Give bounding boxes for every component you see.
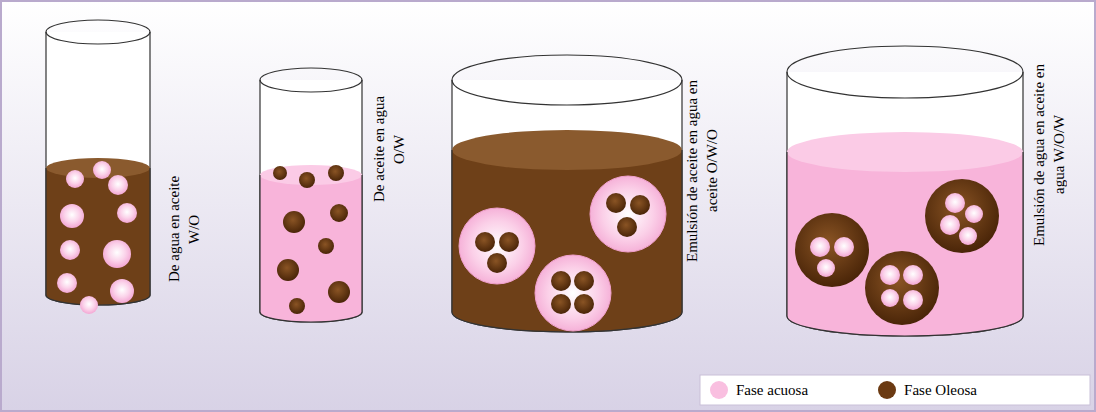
beaker-label: De aceite en agua O/W	[364, 88, 414, 210]
legend-item: Fase acuosa	[710, 381, 808, 399]
beaker-wo	[46, 20, 150, 314]
legend-text: Fase acuosa	[736, 382, 808, 399]
legend-item: Fase Oleosa	[878, 381, 977, 399]
beaker-ow	[260, 68, 362, 322]
beaker-node: Emulsión de aceite en agua en aceite O/W…	[446, 50, 736, 340]
beaker-node: De agua en aceite W/O	[40, 15, 220, 315]
legend-swatch	[710, 381, 728, 399]
beaker-node: Emulsión de agua en aceite en agua W/O/W	[781, 42, 1091, 340]
legend: Fase acuosa Fase Oleosa	[700, 376, 1090, 404]
beaker-owo	[452, 55, 682, 332]
beaker-label: Emulsión de agua en aceite en agua W/O/W	[1018, 62, 1080, 247]
beaker-node: De aceite en agua O/W	[254, 62, 414, 324]
beaker-wow	[787, 46, 1023, 336]
beaker-label: De agua en aceite W/O	[156, 168, 212, 290]
beaker-label: Emulsión de aceite en agua en aceite O/W…	[674, 78, 730, 263]
legend-swatch	[878, 381, 896, 399]
legend-text: Fase Oleosa	[904, 382, 977, 399]
